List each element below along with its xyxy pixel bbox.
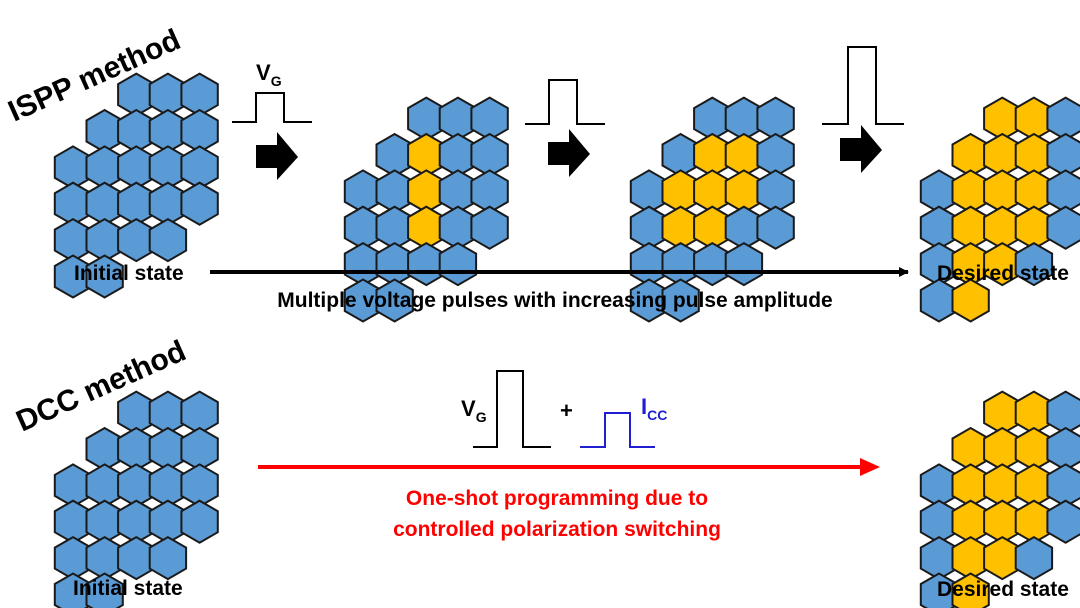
dcc-vg-label: VG bbox=[461, 396, 487, 425]
ispp-block-arrow-2 bbox=[548, 129, 590, 177]
domain-cell bbox=[148, 535, 188, 581]
domain-cell bbox=[1046, 463, 1080, 508]
domain-cell bbox=[1046, 499, 1080, 544]
domain-cell bbox=[1046, 96, 1080, 141]
dcc-icc-label: ICC bbox=[641, 394, 667, 423]
domain-cell bbox=[470, 96, 509, 141]
domain-cell bbox=[180, 499, 219, 544]
domain-cell bbox=[180, 181, 219, 226]
ispp-pulse-small: VG bbox=[232, 60, 312, 123]
domain-cell bbox=[1046, 426, 1080, 472]
ispp-method-title: ISPP method bbox=[3, 23, 185, 128]
domain-cell bbox=[180, 463, 219, 508]
ispp-initial-lattice bbox=[53, 72, 219, 299]
domain-cell bbox=[180, 426, 219, 472]
domain-cell bbox=[756, 169, 795, 214]
domain-cell bbox=[756, 96, 795, 141]
dcc-initial-lattice bbox=[53, 390, 219, 608]
domain-cell bbox=[1046, 205, 1080, 250]
ispp-step1-lattice bbox=[343, 96, 509, 323]
domain-cell bbox=[1046, 390, 1080, 435]
domain-cell bbox=[180, 145, 219, 190]
dcc-desired-lattice bbox=[919, 390, 1080, 608]
ispp-block-arrow-1 bbox=[256, 132, 298, 180]
ispp-pulse-large bbox=[822, 46, 904, 125]
domain-cell bbox=[1014, 535, 1054, 581]
domain-cell bbox=[148, 217, 188, 263]
domain-cell bbox=[1046, 132, 1080, 178]
domain-cell bbox=[470, 132, 509, 178]
domain-cell bbox=[438, 241, 478, 287]
domain-cell bbox=[1014, 241, 1054, 287]
domain-cell bbox=[1046, 169, 1080, 214]
ispp-desired-state-label: Desired state bbox=[937, 262, 1069, 285]
domain-cell bbox=[85, 254, 124, 299]
domain-cell bbox=[470, 169, 509, 214]
dcc-vg-pulse: VG bbox=[461, 370, 551, 448]
ispp-desired-lattice bbox=[919, 96, 1080, 323]
domain-cell bbox=[470, 205, 509, 250]
domain-cell bbox=[756, 205, 795, 250]
ispp-vg-label: VG bbox=[256, 60, 282, 89]
dcc-plus-sign: + bbox=[560, 398, 573, 423]
domain-cell bbox=[724, 241, 764, 287]
dcc-icc-pulse: ICC bbox=[580, 394, 667, 448]
ispp-initial-state-label: Initial state bbox=[74, 262, 184, 285]
ispp-step2-lattice bbox=[629, 96, 795, 323]
domain-cell bbox=[180, 108, 219, 154]
ispp-description: Multiple voltage pulses with increasing … bbox=[277, 289, 832, 312]
domain-cell bbox=[180, 390, 219, 435]
switched-domain-cell bbox=[951, 278, 990, 323]
dcc-red-arrow bbox=[258, 458, 880, 476]
switched-domain-cell bbox=[951, 572, 990, 608]
domain-cell bbox=[375, 278, 414, 323]
ispp-pulse-medium bbox=[525, 79, 605, 125]
domain-cell bbox=[661, 278, 700, 323]
domain-cell bbox=[756, 132, 795, 178]
ispp-block-arrow-3 bbox=[840, 125, 882, 173]
dcc-description-line1: One-shot programming due to bbox=[406, 487, 708, 510]
dcc-initial-state-label: Initial state bbox=[73, 577, 183, 600]
dcc-description-line2: controlled polarization switching bbox=[393, 518, 721, 541]
dcc-desired-state-label: Desired state bbox=[937, 578, 1069, 601]
domain-cell bbox=[85, 572, 124, 608]
domain-cell bbox=[180, 72, 219, 117]
